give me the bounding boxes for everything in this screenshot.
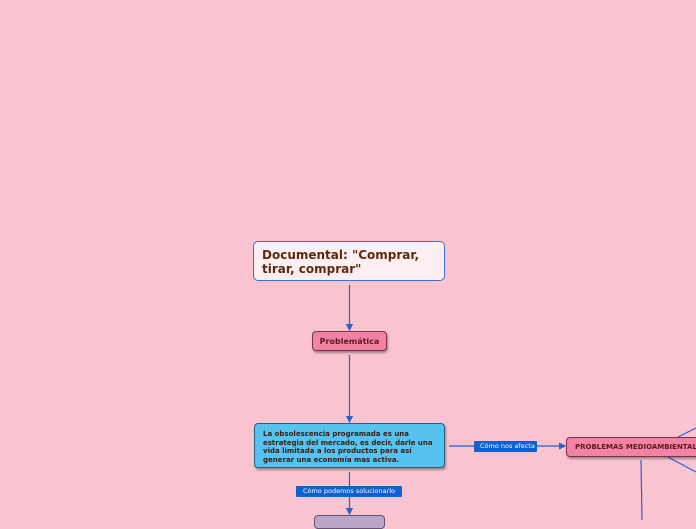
line-problemas-branch-up [677, 427, 696, 438]
connector-label-afecta[interactable]: Cómo nos afecta [474, 441, 537, 452]
connector-label-solucionar-text: Cómo podemos solucionarlo [302, 487, 396, 495]
topic-problematica[interactable]: Problemática [312, 331, 387, 351]
topic-problemas-text: PROBLEMAS MEDIOAMBIENTALES [575, 443, 696, 451]
root-topic-text: Documental: "Comprar, tirar, comprar" [262, 248, 420, 276]
connector-label-afecta-text: Cómo nos afecta [480, 442, 535, 450]
topic-problematica-text: Problemática [319, 336, 380, 346]
topic-solution-partial[interactable] [314, 515, 385, 529]
line-problemas-branch-down [640, 459, 643, 520]
topic-obsolescencia[interactable]: La obsolescencia programada es una estra… [254, 423, 445, 468]
topic-problemas-medioambientales[interactable]: PROBLEMAS MEDIOAMBIENTALES [566, 437, 696, 457]
connector-label-solucionar[interactable]: Cómo podemos solucionarlo [296, 486, 402, 497]
topic-obsolescencia-text: La obsolescencia programada es una estra… [263, 430, 433, 464]
root-topic-title[interactable]: Documental: "Comprar, tirar, comprar" [253, 241, 445, 281]
line-problemas-branch-right [667, 456, 696, 473]
